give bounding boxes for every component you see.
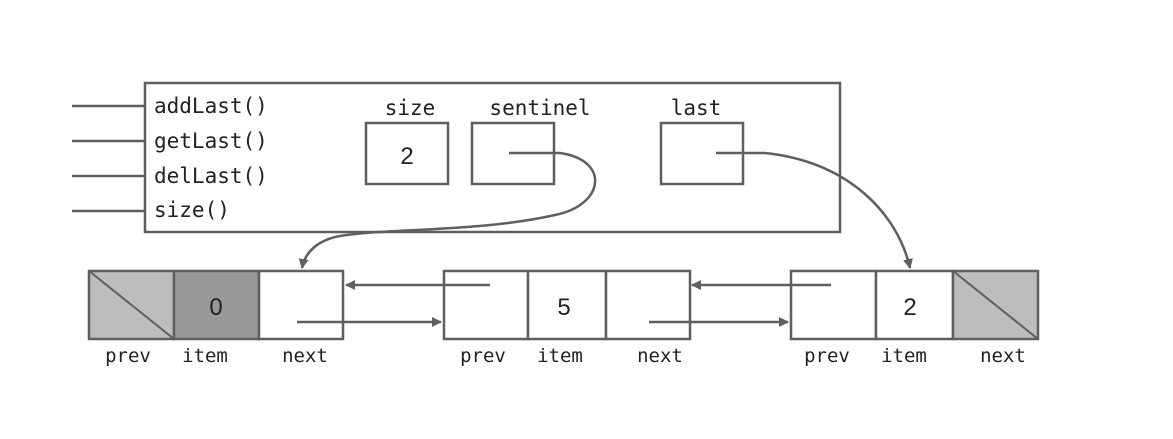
method-size: size() (154, 198, 230, 222)
node-2-item-label: item (881, 345, 927, 367)
field-size-value: 2 (400, 143, 413, 170)
node-1-prev-label: prev (460, 345, 506, 367)
node-2-prev-cell (789, 269, 878, 341)
node-2-item-cell (874, 269, 955, 341)
node-2-item-value: 2 (903, 294, 916, 321)
node-1-next-cell (604, 269, 692, 341)
interface-stubs (72, 104, 145, 213)
field-sentinel-label: sentinel (489, 96, 590, 120)
method-dellast: delLast() (154, 164, 268, 188)
method-getlast: getLast() (154, 129, 268, 153)
node-2-next-label: next (980, 345, 1026, 367)
field-last-label: last (671, 96, 722, 120)
object-box (143, 81, 842, 234)
node-0-next-cell (257, 269, 345, 341)
node-1-next-label: next (637, 345, 683, 367)
node-1: 5 prev item next (442, 269, 692, 367)
pointer-arrows (297, 151, 913, 327)
node-2-next-null-slash (952, 270, 1039, 340)
node-0-item-label: item (182, 345, 228, 367)
node-0-next-label: next (282, 345, 328, 367)
node-0-prev-label: prev (105, 345, 151, 367)
node-0-prev-null-slash (88, 270, 175, 340)
node-2: 2 prev item next (789, 269, 1040, 367)
node-1-item-value: 5 (557, 294, 570, 321)
node-0-item-value: 0 (209, 294, 222, 321)
node-2-prev-label: prev (804, 345, 850, 367)
method-addlast: addLast() (154, 94, 268, 118)
node-sentinel: 0 prev item next (87, 269, 345, 367)
node-0-item-cell (172, 269, 261, 341)
field-size-box (364, 121, 450, 186)
node-1-item-label: item (537, 345, 583, 367)
sentinel-pointer-arrow (298, 151, 597, 269)
last-pointer-arrow (716, 151, 913, 269)
node-1-item-cell (526, 269, 608, 341)
field-size-label: size (385, 96, 436, 120)
node-1-prev-cell (442, 269, 530, 341)
